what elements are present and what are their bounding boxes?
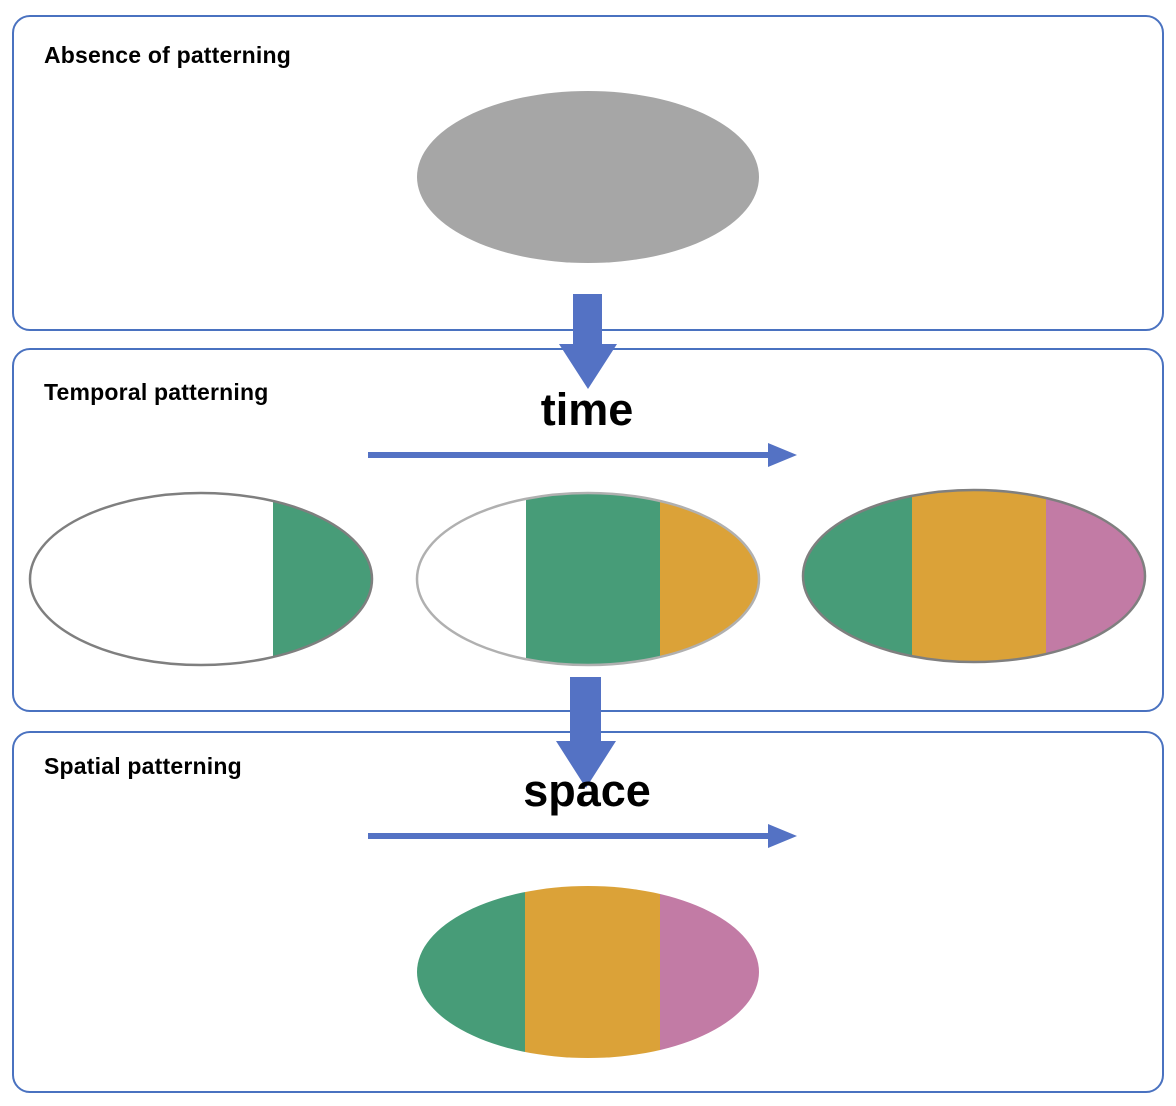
absence-panel-title: Absence of patterning bbox=[44, 42, 292, 68]
space-axis-label: space bbox=[523, 765, 651, 816]
pink-segment bbox=[660, 886, 759, 1058]
green-segment bbox=[526, 493, 660, 665]
time-axis-label: time bbox=[540, 384, 634, 435]
right-arrow-icon bbox=[368, 443, 797, 467]
right-arrow-icon bbox=[368, 824, 797, 848]
green-segment bbox=[803, 490, 912, 662]
temporal-panel-title: Temporal patterning bbox=[44, 379, 269, 405]
down-arrow-icon bbox=[559, 294, 617, 389]
spatial-panel-title: Spatial patterning bbox=[44, 753, 242, 779]
down-arrow-icon bbox=[556, 677, 616, 788]
unpatterned-embryo bbox=[417, 91, 759, 263]
green-segment bbox=[273, 493, 372, 665]
temporal-embryo-stage-1 bbox=[28, 491, 374, 667]
temporal-embryo-stage-2 bbox=[415, 491, 761, 667]
orange-segment bbox=[525, 886, 660, 1058]
orange-segment bbox=[660, 493, 759, 665]
orange-segment bbox=[912, 490, 1046, 662]
spatial-embryo bbox=[417, 886, 759, 1058]
temporal-embryo-stage-3 bbox=[801, 488, 1147, 664]
green-segment bbox=[417, 886, 525, 1058]
